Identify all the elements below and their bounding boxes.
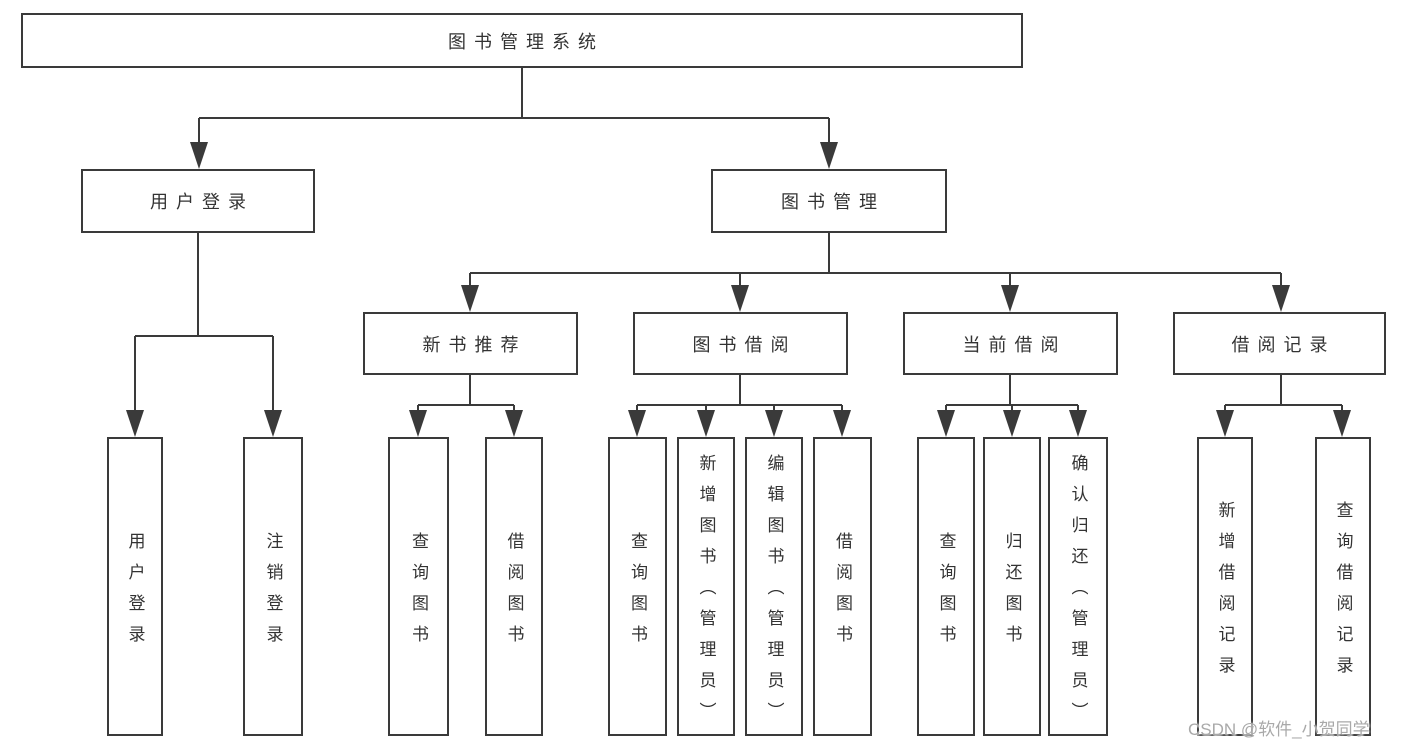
leaf-query-borrow-record: 查询借阅记录 [1315, 437, 1371, 736]
csdn-watermark: CSDN @软件_小贺同学 [1188, 720, 1370, 739]
leaf-user-login: 用户登录 [107, 437, 163, 736]
arrow-icon [1001, 285, 1019, 312]
node-label: 确认归还（管理员） [1068, 454, 1088, 733]
arrow-icon [697, 410, 715, 437]
node-user-login: 用户登录 [81, 169, 315, 233]
node-label: 查询图书 [409, 531, 428, 656]
node-label: 新增图书（管理员） [696, 454, 716, 733]
arrow-icon [833, 410, 851, 437]
node-label: 编辑图书（管理员） [764, 454, 784, 733]
leaf-confirm-return-admin: 确认归还（管理员） [1048, 437, 1108, 736]
node-label: 注销登录 [263, 531, 283, 656]
leaf-query-books-borrow: 查询图书 [608, 437, 667, 736]
node-label: 新书推荐 [422, 334, 527, 355]
arrow-icon [1003, 410, 1021, 437]
node-label: 查询图书 [936, 531, 956, 656]
arrow-icon [461, 285, 479, 312]
leaf-logout: 注销登录 [243, 437, 303, 736]
arrow-icon [505, 410, 523, 437]
node-label: 借阅图书 [833, 531, 852, 656]
node-library-management-system: 图书管理系统 [21, 13, 1023, 68]
arrow-icon [126, 410, 144, 437]
node-book-management: 图书管理 [711, 169, 947, 233]
node-label: 查询图书 [628, 531, 647, 656]
arrowheads [126, 142, 1351, 437]
node-label: 用户登录 [125, 531, 145, 656]
leaf-query-books-current: 查询图书 [917, 437, 975, 736]
arrow-icon [1333, 410, 1351, 437]
arrow-icon [937, 410, 955, 437]
node-label: 新增借阅记录 [1215, 500, 1235, 687]
arrow-icon [190, 142, 208, 169]
arrow-icon [731, 285, 749, 312]
node-label: 归还图书 [1002, 531, 1022, 656]
arrow-icon [765, 410, 783, 437]
node-borrowing-records: 借阅记录 [1173, 312, 1386, 375]
leaf-edit-books-admin: 编辑图书（管理员） [745, 437, 803, 736]
node-label: 借阅图书 [504, 531, 524, 656]
node-new-book-recommendation: 新书推荐 [363, 312, 578, 375]
leaf-query-books-recommend: 查询图书 [388, 437, 449, 736]
node-book-borrowing: 图书借阅 [633, 312, 848, 375]
arrow-icon [1272, 285, 1290, 312]
leaf-add-books-admin: 新增图书（管理员） [677, 437, 735, 736]
leaf-borrow-books-borrow: 借阅图书 [813, 437, 872, 736]
leaf-return-books: 归还图书 [983, 437, 1041, 736]
node-label: 图书借阅 [692, 334, 797, 355]
arrow-icon [409, 410, 427, 437]
arrow-icon [264, 410, 282, 437]
arrow-icon [628, 410, 646, 437]
node-label: 查询借阅记录 [1333, 500, 1353, 687]
node-label: 用户登录 [150, 192, 254, 212]
node-current-borrowing: 当前借阅 [903, 312, 1118, 375]
leaf-add-borrow-record: 新增借阅记录 [1197, 437, 1253, 736]
leaf-borrow-books-recommend: 借阅图书 [485, 437, 543, 736]
node-label: 当前借阅 [962, 334, 1067, 355]
arrow-icon [1216, 410, 1234, 437]
arrow-icon [1069, 410, 1087, 437]
node-label: 图书管理系统 [448, 31, 604, 52]
node-label: 借阅记录 [1231, 334, 1336, 355]
arrow-icon [820, 142, 838, 169]
node-label: 图书管理 [781, 192, 885, 212]
